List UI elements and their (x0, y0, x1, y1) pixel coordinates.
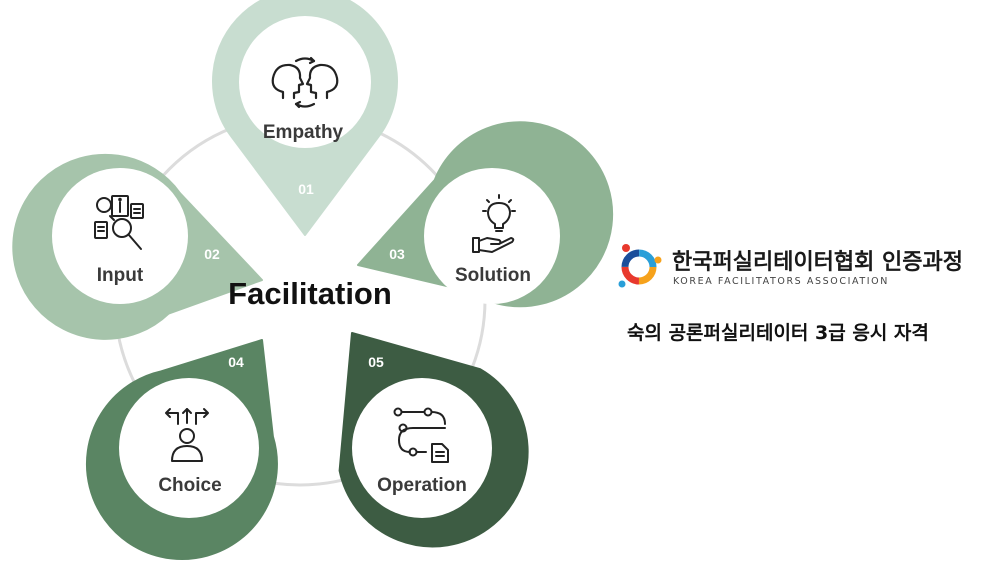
research-documents-icon (94, 195, 144, 250)
stage-empathy-label: Empathy (263, 122, 344, 143)
stage-operation: Operation 05 (338, 332, 529, 548)
stage-input-label: Input (97, 265, 144, 286)
stage-input: Input 02 (12, 153, 263, 340)
stage-choice-label: Choice (158, 475, 221, 496)
stage-input-number: 02 (204, 246, 220, 262)
stage-operation-label: Operation (377, 475, 467, 496)
stage-choice-number: 04 (228, 354, 244, 370)
lightbulb-hand-icon (472, 194, 516, 253)
stage-empathy: Empathy 01 (212, 0, 398, 236)
workflow-icon (393, 407, 449, 463)
empathy-heads-icon (271, 56, 339, 109)
stage-operation-number: 05 (368, 354, 384, 370)
stage-solution: Solution 03 (357, 121, 614, 308)
stage-choice: Choice 04 (85, 339, 278, 561)
stage-solution-label: Solution (455, 265, 531, 286)
organization-name-korean: 한국퍼실리테이터협회 인증과정 (672, 250, 964, 275)
stage-empathy-number: 01 (298, 181, 314, 197)
association-logo-icon (618, 244, 662, 288)
stage-solution-number: 03 (389, 246, 405, 262)
certification-text: 숙의 공론퍼실리테이터 3급 응시 자격 (627, 322, 929, 344)
organization-name-english: KOREA FACILITATORS ASSOCIATION (673, 276, 889, 287)
person-choices-icon (165, 408, 209, 462)
diagram-center-title: Facilitation (228, 276, 392, 311)
